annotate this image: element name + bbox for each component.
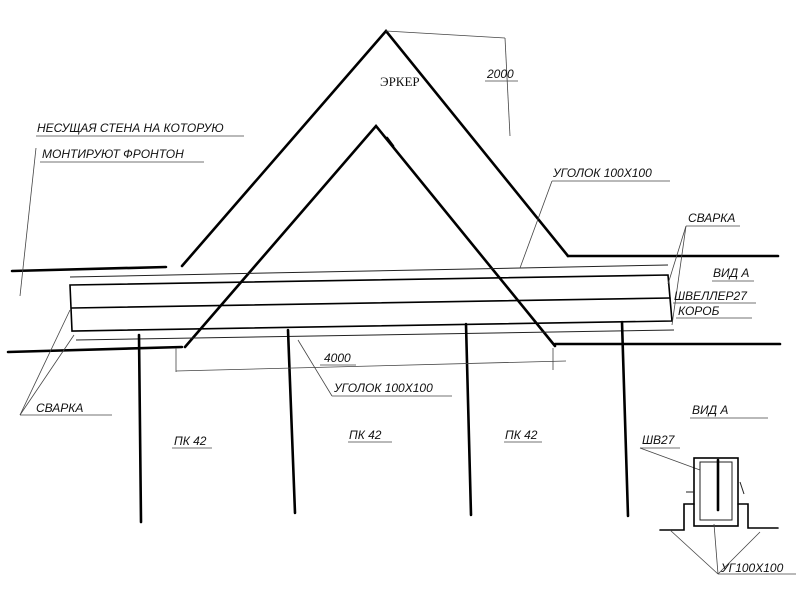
bearing-wall-label-line2: МОНТИРУЮТ ФРОНТОН: [42, 147, 184, 161]
weld-right-label: СВАРКА: [688, 211, 735, 225]
bearing-wall-label-line1: НЕСУЩАЯ СТЕНА НА КОТОРУЮ: [37, 121, 224, 135]
weld-right-leader-2: [671, 225, 687, 326]
box-label: КОРОБ: [678, 304, 720, 318]
ug-detail-label: УГ100Х100: [720, 561, 784, 575]
sh27-label: ШВ27: [642, 433, 676, 447]
pk-1-label: ПК 42: [174, 434, 207, 448]
inner-gable-tick: [385, 136, 395, 148]
ug-leader-3: [713, 523, 719, 575]
angle-left-section: [659, 503, 695, 531]
pk-2-label: ПК 42: [349, 428, 382, 442]
angle-bottom-label: УГОЛОК 100Х100: [333, 381, 433, 395]
angle-bottom-line: [75, 329, 675, 341]
angle-right-section: [737, 503, 779, 529]
weld-right-leader-1: [667, 225, 687, 285]
weld-left-leader-2: [19, 334, 75, 416]
dim-2000-extension: [385, 30, 506, 39]
view-a-reference-label: ВИД А: [713, 266, 749, 280]
pk-3-label: ПК 42: [505, 428, 538, 442]
dim-2000-label: 2000: [486, 67, 514, 81]
dim-4000-label: 4000: [324, 351, 351, 365]
angle-top-line: [69, 264, 669, 278]
angle-top-leader: [519, 180, 553, 269]
channel-label: ШВЕЛЛЕР27: [674, 289, 748, 303]
pile-4: [620, 320, 630, 518]
pile-1: [137, 333, 143, 524]
channel-inner: [699, 461, 733, 521]
erker-label: ЭРКЕР: [380, 74, 420, 89]
angle-top-label: УГОЛОК 100Х100: [552, 166, 652, 180]
weld-left-label: СВАРКА: [36, 401, 83, 415]
box-beam: [69, 274, 673, 332]
sh27-leader: [639, 447, 701, 471]
dim-4000-line: [175, 360, 567, 372]
bearing-wall-top-left-line: [10, 265, 168, 273]
angle-bottom-leader: [297, 339, 333, 397]
bearing-wall-leader: [19, 147, 37, 297]
view-a-detail: [659, 457, 779, 531]
inner-gable-outline: [183, 123, 557, 349]
detail-tick-right: [739, 481, 745, 495]
weld-left-leader-1: [19, 309, 71, 416]
bearing-wall-bottom-left-line: [6, 345, 184, 354]
pile-2: [286, 328, 297, 515]
pile-3: [464, 322, 473, 517]
ug-leader-2: [717, 531, 761, 575]
ug-leader-1: [669, 529, 719, 575]
view-a-title-label: ВИД А: [692, 403, 728, 417]
dim-2000-line: [504, 37, 511, 137]
channel-section: [693, 457, 739, 527]
box-beam-divider: [71, 297, 671, 309]
